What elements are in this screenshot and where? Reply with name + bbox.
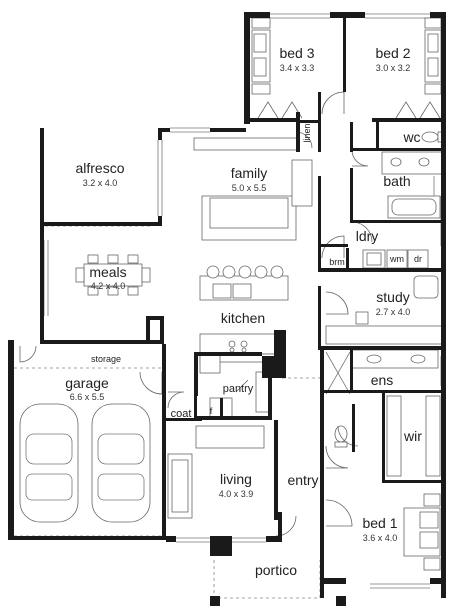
- family-label: family: [231, 165, 268, 181]
- alfresco-dim: 3.2 x 4.0: [83, 178, 118, 188]
- bed3-dim: 3.4 x 3.3: [280, 63, 315, 73]
- entry-label: entry: [287, 472, 318, 488]
- dr-label: dr: [414, 254, 422, 264]
- family-dim: 5.0 x 5.5: [232, 183, 267, 193]
- study-label: study: [376, 289, 409, 305]
- portico-label: portico: [255, 562, 297, 578]
- bed2-dim: 3.0 x 3.2: [376, 63, 411, 73]
- ldry-label: ldry: [356, 228, 379, 244]
- windows: [43, 13, 442, 589]
- brm-label: brm: [329, 257, 345, 267]
- garage-label: garage: [65, 375, 109, 391]
- fixtures: [14, 17, 444, 599]
- wir-label: wir: [403, 428, 422, 444]
- kitchen-label: kitchen: [221, 310, 265, 326]
- wm-label: wm: [389, 254, 404, 264]
- bed1-label: bed 1: [362, 515, 397, 531]
- garage-dim: 6.6 x 5.5: [70, 392, 105, 402]
- living-dim: 4.0 x 3.9: [219, 489, 254, 499]
- room-labels: bed 3 3.4 x 3.3 bed 2 3.0 x 3.2 linen wc…: [65, 45, 422, 578]
- storage-label: storage: [91, 354, 121, 364]
- ens-label: ens: [371, 372, 394, 388]
- linen-label: linen: [302, 123, 312, 142]
- bed1-dim: 3.6 x 4.0: [363, 533, 398, 543]
- meals-dim: 4.2 x 4.0: [91, 281, 126, 291]
- pantry-label: pantry: [223, 383, 254, 395]
- car-right: [91, 403, 151, 523]
- f-label: f: [210, 406, 213, 416]
- door-swings: [19, 91, 373, 537]
- living-label: living: [220, 471, 252, 487]
- walls: [8, 12, 446, 606]
- bed1-bed: [403, 493, 441, 571]
- car-left: [19, 403, 79, 523]
- bed2-bed: [424, 17, 442, 95]
- study-dim: 2.7 x 4.0: [376, 307, 411, 317]
- coat-label: coat: [171, 408, 192, 420]
- bed3-label: bed 3: [279, 45, 314, 61]
- alfresco-label: alfresco: [75, 160, 124, 176]
- meals-label: meals: [89, 264, 126, 280]
- bed2-label: bed 2: [375, 45, 410, 61]
- wc-label: wc: [402, 129, 420, 145]
- bath-label: bath: [383, 173, 410, 189]
- bed3-bed: [251, 17, 271, 95]
